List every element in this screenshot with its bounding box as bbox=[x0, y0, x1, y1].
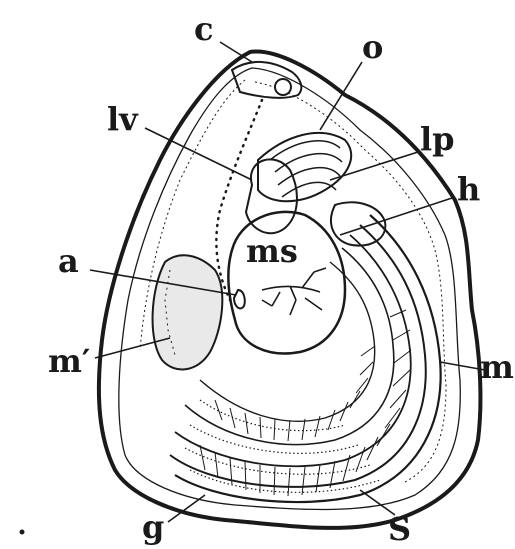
hinge-pit bbox=[275, 79, 291, 95]
label-c: c bbox=[194, 10, 213, 48]
label-lv: lv bbox=[107, 100, 139, 138]
visceral-network bbox=[262, 268, 326, 315]
intestine-dotted bbox=[216, 100, 262, 300]
label-h: h bbox=[457, 170, 480, 208]
leader-lines bbox=[90, 42, 485, 522]
label-a: a bbox=[58, 242, 79, 280]
label-m-prime: m′ bbox=[48, 342, 90, 380]
labial-palps bbox=[258, 133, 351, 201]
label-m: m bbox=[480, 348, 514, 386]
adductor-muscle bbox=[153, 255, 223, 369]
label-lp: lp bbox=[420, 120, 455, 158]
print-speck bbox=[20, 530, 25, 535]
label-g: g bbox=[142, 508, 164, 546]
label-o: o bbox=[362, 28, 383, 66]
label-ms: ms bbox=[246, 232, 298, 270]
label-s: S bbox=[388, 510, 411, 548]
anus bbox=[234, 290, 245, 308]
heart bbox=[331, 202, 385, 245]
